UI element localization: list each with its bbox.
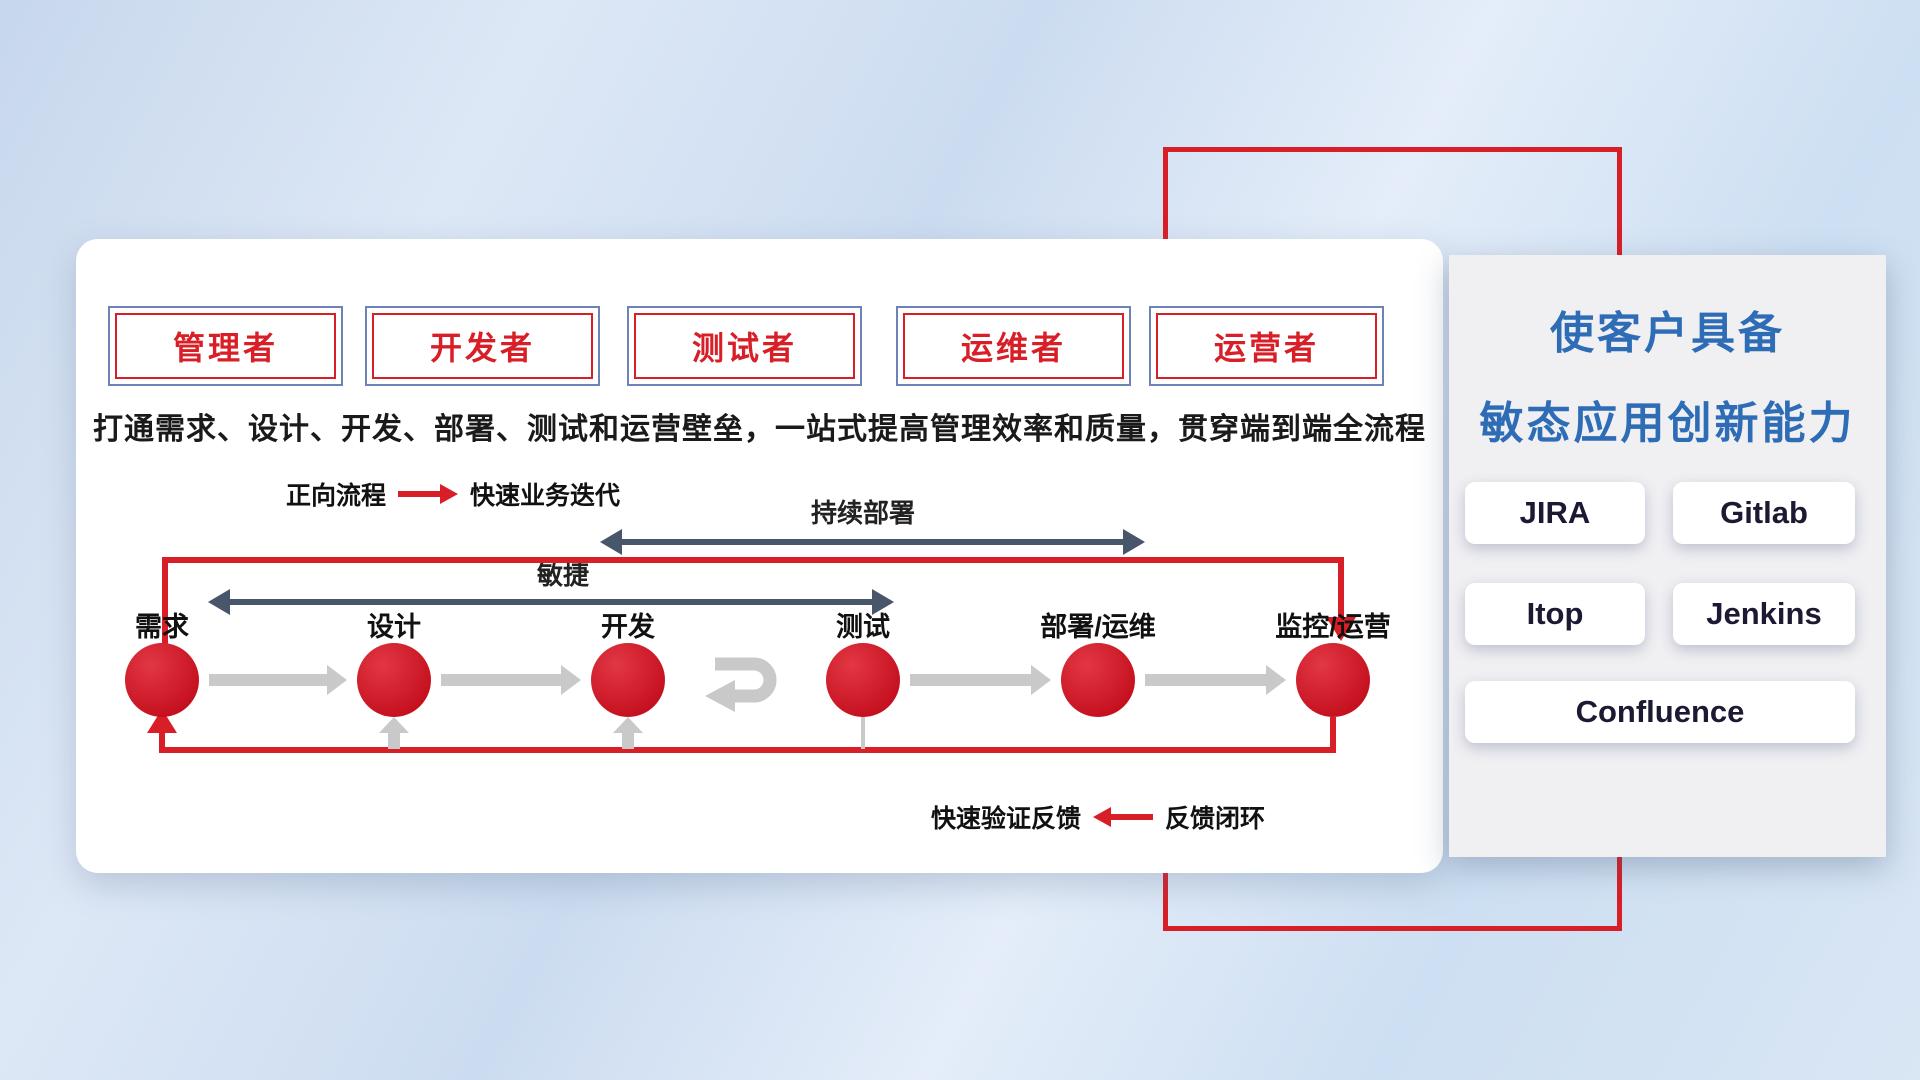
flow-node-design	[357, 643, 431, 717]
tool-badge-confluence: Confluence	[1465, 681, 1855, 743]
agile-label: 敏捷	[536, 560, 589, 590]
step-label-design: 设计	[367, 612, 421, 642]
capability-panel: 使客户具备 敏态应用创新能力 JIRA Gitlab Itop Jenkins …	[1449, 255, 1886, 857]
feedback-up-arrow-icon	[379, 717, 409, 749]
role-box-operations: 运维者	[896, 306, 1131, 386]
forward-loop-line-right	[1338, 557, 1344, 621]
role-box-manager: 管理者	[108, 306, 343, 386]
feedback-arrow-icon	[1093, 807, 1154, 827]
flow-node-requirements	[125, 643, 199, 717]
feedback-loop-line-bottom	[159, 747, 1336, 753]
continuous-deployment-span-arrow-icon	[600, 529, 1145, 555]
connector-arrow-icon	[441, 665, 581, 695]
forward-legend-label: 正向流程	[286, 482, 387, 510]
flow-node-testing	[826, 643, 900, 717]
step-label-testing: 测试	[836, 612, 890, 642]
iteration-loop-icon	[691, 649, 796, 713]
panel-title-line2: 敏态应用创新能力	[1479, 399, 1856, 448]
feedback-legend-label: 快速验证反馈	[931, 805, 1082, 833]
flow-node-development	[591, 643, 665, 717]
feedback-connector-line	[861, 717, 865, 749]
forward-legend: 正向流程 快速业务迭代	[286, 476, 620, 512]
panel-title-line1: 使客户具备	[1550, 309, 1785, 358]
forward-loop-line-left	[162, 557, 168, 645]
role-label: 管理者	[115, 313, 336, 379]
tool-badge-itop: Itop	[1465, 583, 1645, 645]
forward-loop-arrowhead-icon	[1326, 617, 1356, 641]
tool-badge-jira: JIRA	[1465, 482, 1645, 544]
step-label-deploy-ops: 部署/运维	[1040, 612, 1156, 642]
role-label: 运维者	[903, 313, 1124, 379]
forward-legend-value: 快速业务迭代	[470, 482, 621, 510]
role-label: 运营者	[1156, 313, 1377, 379]
step-label-requirements: 需求	[135, 612, 189, 642]
feedback-up-arrow-icon	[613, 717, 643, 749]
role-box-business-ops: 运营者	[1149, 306, 1384, 386]
connector-arrow-icon	[209, 665, 347, 695]
role-label: 测试者	[634, 313, 855, 379]
role-box-developer: 开发者	[365, 306, 600, 386]
connector-arrow-icon	[910, 665, 1051, 695]
agile-span-arrow-icon	[208, 589, 894, 615]
flow-description: 打通需求、设计、开发、部署、测试和运营壁垒，一站式提高管理效率和质量，贯穿端到端…	[93, 413, 1426, 446]
step-label-monitor-ops: 监控/运营	[1275, 612, 1391, 642]
devops-flow-card: 管理者 开发者 测试者 运维者 运营者 打通需求、设计、开发、部署、测试和运营壁…	[76, 239, 1443, 873]
tool-badge-gitlab: Gitlab	[1673, 482, 1855, 544]
forward-loop-line-top	[162, 557, 1344, 563]
connector-arrow-icon	[1145, 665, 1286, 695]
feedback-legend-value: 反馈闭环	[1165, 805, 1266, 833]
role-label: 开发者	[372, 313, 593, 379]
tool-badge-jenkins: Jenkins	[1673, 583, 1855, 645]
flow-node-monitor-ops	[1296, 643, 1370, 717]
feedback-loop-line-left	[159, 731, 165, 749]
feedback-legend: 快速验证反馈 反馈闭环	[931, 799, 1265, 835]
flow-node-deploy-ops	[1061, 643, 1135, 717]
role-box-tester: 测试者	[627, 306, 862, 386]
step-label-development: 开发	[601, 612, 655, 642]
continuous-deployment-label: 持续部署	[810, 498, 915, 528]
feedback-loop-line-right	[1330, 717, 1336, 749]
forward-arrow-icon	[398, 484, 459, 504]
